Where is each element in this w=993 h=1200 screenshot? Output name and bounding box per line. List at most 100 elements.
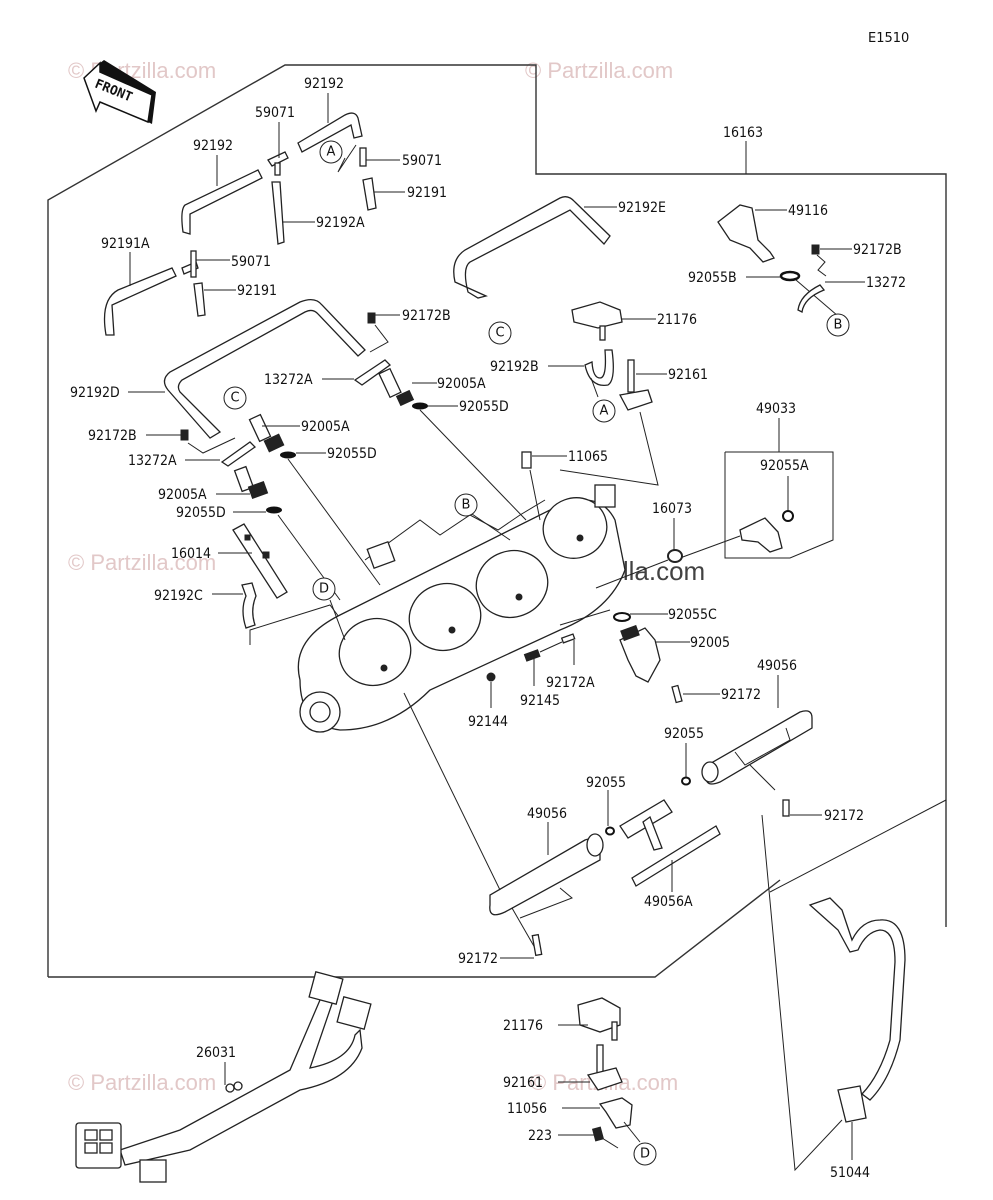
- svg-text:D: D: [640, 1147, 650, 1162]
- spring-92145: [523, 641, 563, 686]
- callout-92005A[interactable]: 92005A: [301, 419, 350, 435]
- ref-circle-a: A: [319, 140, 343, 164]
- svg-text:B: B: [462, 498, 471, 513]
- svg-text:B: B: [834, 318, 843, 333]
- callout-21176[interactable]: 21176: [503, 1018, 543, 1034]
- wire-harness-26031: [75, 971, 372, 1183]
- callout-92172B[interactable]: 92172B: [853, 242, 902, 258]
- ref-circle-c: C: [488, 321, 512, 345]
- callout-16014[interactable]: 16014: [171, 546, 211, 562]
- callout-92055D[interactable]: 92055D: [327, 446, 377, 462]
- callout-59071[interactable]: 59071: [402, 153, 442, 169]
- callout-223[interactable]: 223: [528, 1128, 552, 1144]
- callout-92161[interactable]: 92161: [668, 367, 708, 383]
- callout-49056A[interactable]: 49056A: [644, 894, 693, 910]
- hose-92192D: [128, 298, 366, 439]
- callout-92005A[interactable]: 92005A: [158, 487, 207, 503]
- callout-59071[interactable]: 59071: [231, 254, 271, 270]
- callout-59071[interactable]: 59071: [255, 105, 295, 121]
- callout-92144[interactable]: 92144: [468, 714, 508, 730]
- sensor-49116: [717, 204, 787, 263]
- callout-92005A[interactable]: 92005A: [437, 376, 486, 392]
- clamp-13272A: [322, 359, 392, 386]
- callout-92161[interactable]: 92161: [503, 1075, 543, 1091]
- callout-13272A[interactable]: 13272A: [128, 453, 177, 469]
- callout-92172B[interactable]: 92172B: [88, 428, 137, 444]
- callout-92055D[interactable]: 92055D: [176, 505, 226, 521]
- gasket-11056: [562, 1097, 641, 1143]
- screw-223: [558, 1126, 619, 1149]
- ref-circle-c: C: [223, 386, 247, 410]
- callout-49116[interactable]: 49116: [788, 203, 828, 219]
- callout-92172[interactable]: 92172: [458, 951, 498, 967]
- svg-text:C: C: [230, 391, 239, 406]
- callout-92192B[interactable]: 92192B: [490, 359, 539, 375]
- fuel-hose-51044: [761, 799, 947, 1172]
- callout-16163[interactable]: 16163: [723, 125, 763, 141]
- callout-92192E[interactable]: 92192E: [618, 200, 666, 216]
- clamp-13272: [797, 281, 865, 313]
- callout-51044[interactable]: 51044: [830, 1165, 870, 1181]
- watermark: © Partzilla.com: [68, 550, 216, 575]
- callout-92192D[interactable]: 92192D: [70, 385, 120, 401]
- breather-hoses: [103, 93, 405, 336]
- callout-92191[interactable]: 92191: [237, 283, 277, 299]
- callout-92055C[interactable]: 92055C: [668, 607, 717, 623]
- ref-circle-b: B: [826, 313, 850, 337]
- callout-92172B[interactable]: 92172B: [402, 308, 451, 324]
- callout-21176[interactable]: 21176: [657, 312, 697, 328]
- watermark: © Partzilla.com: [68, 1070, 216, 1095]
- callout-26031[interactable]: 26031: [196, 1045, 236, 1061]
- svg-text:C: C: [495, 326, 504, 341]
- callout-49033[interactable]: 49033: [756, 401, 796, 417]
- svg-text:A: A: [600, 404, 609, 419]
- hose-92192E: [453, 196, 617, 299]
- callout-92055A[interactable]: 92055A: [760, 458, 809, 474]
- callout-92145[interactable]: 92145: [520, 693, 560, 709]
- pipe-92005A: [378, 367, 437, 407]
- oring-92055D: [412, 402, 527, 521]
- clamp-13272A: [185, 441, 257, 467]
- callout-92192A[interactable]: 92192A: [316, 215, 365, 231]
- callout-13272[interactable]: 13272: [866, 275, 906, 291]
- callout-92005[interactable]: 92005: [690, 635, 730, 651]
- callout-11065[interactable]: 11065: [568, 449, 608, 465]
- svg-text:A: A: [327, 145, 336, 160]
- cap-11065: [521, 451, 567, 521]
- ref-circle-b: B: [454, 493, 478, 517]
- fuel-rail-49056: [489, 822, 604, 949]
- callout-92192[interactable]: 92192: [304, 76, 344, 92]
- callout-92055D[interactable]: 92055D: [459, 399, 509, 415]
- joint-pipe: [619, 799, 721, 887]
- fitting-92161: [559, 359, 667, 486]
- callout-13272A[interactable]: 13272A: [264, 372, 313, 388]
- bolt-92172B: [811, 244, 852, 277]
- ball-92144: [486, 672, 496, 708]
- sensor-21176-bottom: [558, 997, 621, 1041]
- callout-92192[interactable]: 92192: [193, 138, 233, 154]
- callout-92192C[interactable]: 92192C: [154, 588, 203, 604]
- ref-circle-a: A: [592, 399, 616, 423]
- pipe-92005A: [216, 465, 269, 500]
- callout-92172[interactable]: 92172: [824, 808, 864, 824]
- callout-92172[interactable]: 92172: [721, 687, 761, 703]
- fuel-rail-49056: [701, 675, 813, 791]
- callout-92055[interactable]: 92055: [586, 775, 626, 791]
- hose-92192C: [212, 582, 257, 629]
- callout-16073[interactable]: 16073: [652, 501, 692, 517]
- hose-92192B: [548, 349, 614, 398]
- callout-92055B[interactable]: 92055B: [688, 270, 737, 286]
- callout-92191[interactable]: 92191: [407, 185, 447, 201]
- assembly-frame-16163: [47, 64, 947, 978]
- bolt-92172B: [146, 429, 236, 454]
- callout-92191A[interactable]: 92191A: [101, 236, 150, 252]
- bolt-92172: [671, 684, 720, 704]
- callout-11056[interactable]: 11056: [507, 1101, 547, 1117]
- callout-49056[interactable]: 49056: [527, 806, 567, 822]
- callout-92172A[interactable]: 92172A: [546, 675, 595, 691]
- callout-49056[interactable]: 49056: [757, 658, 797, 674]
- screw-92172A: [560, 633, 576, 665]
- callout-92055[interactable]: 92055: [664, 726, 704, 742]
- oring-92055: [681, 743, 691, 786]
